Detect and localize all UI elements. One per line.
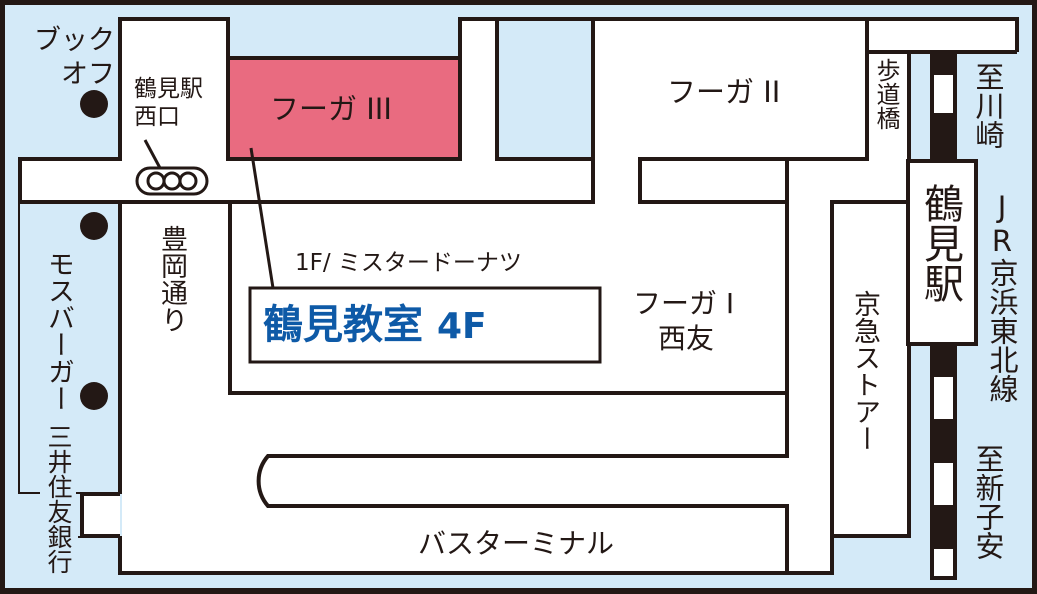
label-toyooka-street: 豊岡通り bbox=[156, 225, 187, 333]
mitsui-dot-icon bbox=[80, 382, 108, 410]
mos-dot-icon bbox=[80, 212, 108, 240]
fuga3-building bbox=[226, 56, 462, 161]
central-block bbox=[228, 159, 789, 395]
label-fuga2: フーガ II bbox=[667, 75, 781, 109]
leader-line bbox=[248, 147, 602, 364]
label-bus-terminal: バスターミナル bbox=[418, 527, 615, 560]
label-station: 鶴見駅 bbox=[917, 183, 963, 303]
label-fuga3: フーガ III bbox=[270, 92, 392, 126]
label-to-kawasaki: 至川崎 bbox=[971, 62, 1005, 149]
label-keikyu-store: 京急ストアー bbox=[849, 290, 880, 452]
bus-terminal-island bbox=[256, 393, 789, 573]
bookoff-dot-icon bbox=[80, 90, 108, 118]
label-smbc: 三井住友銀行 bbox=[40, 424, 76, 574]
keikyu-store-building bbox=[830, 200, 911, 538]
label-to-shinkoyasu: 至新子安 bbox=[971, 444, 1005, 560]
label-jr-line: JR京浜東北線 bbox=[985, 190, 1019, 403]
label-fuga1: フーガ I bbox=[633, 287, 735, 320]
west-exit-signal-icon bbox=[135, 139, 209, 196]
school-name: 鶴見教室 bbox=[263, 302, 423, 348]
label-mos-burger: モスバーガー bbox=[43, 250, 74, 412]
label-seiyu: 西友 bbox=[658, 322, 715, 355]
tsurumi-station-box bbox=[906, 159, 978, 346]
label-pedestrian-bridge: 歩道橋 bbox=[872, 58, 900, 130]
label-first-floor: 1F/ ミスタードーナツ bbox=[295, 250, 522, 276]
label-bookoff: ブックオフ bbox=[34, 25, 115, 90]
label-west-exit: 鶴見駅西口 bbox=[134, 76, 203, 130]
school-label: 鶴見教室 4F bbox=[263, 305, 487, 345]
school-floor: 4F bbox=[436, 306, 487, 347]
